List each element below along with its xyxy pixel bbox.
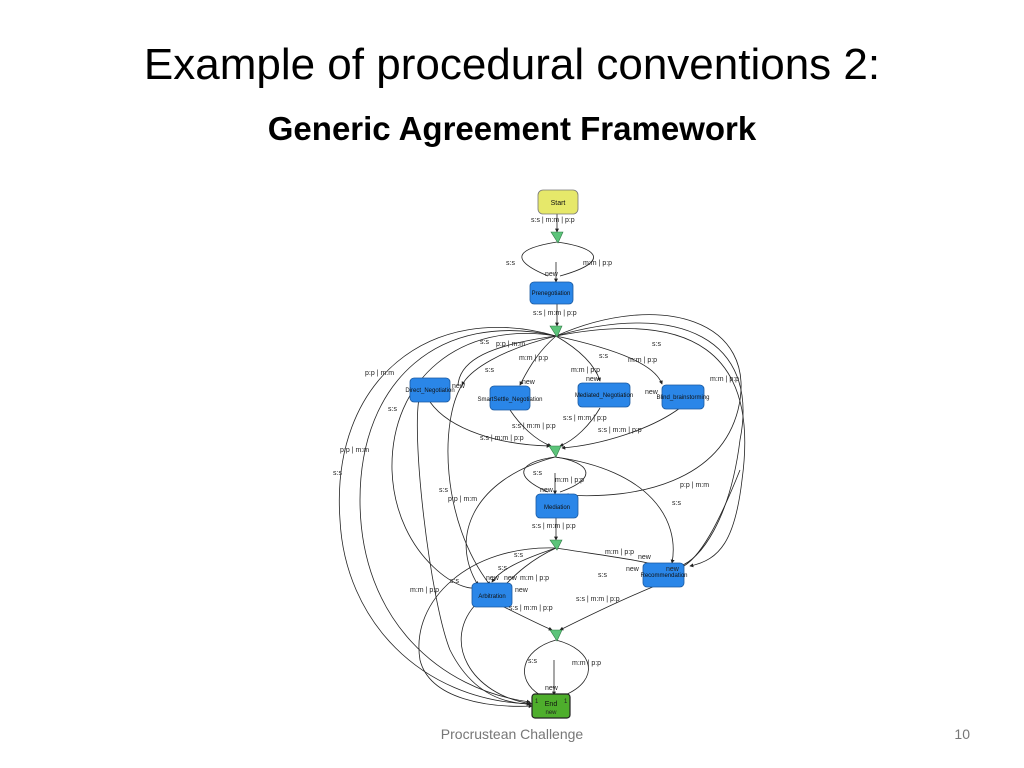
node-end-one-left: 1 — [535, 699, 539, 705]
edge-label: new — [666, 566, 680, 573]
edge-label: s:s — [599, 353, 608, 360]
node-smartsettle-negotiation: SmartSettle_Negotiation — [477, 385, 543, 411]
node-direct-negotiation: Direct_Negotiation — [405, 377, 455, 403]
edge-label: s:s — [388, 406, 397, 413]
edge-label: m:m | p:p — [571, 367, 600, 374]
choice-nodes — [548, 231, 564, 642]
edge-label: s:s | m:m | p:p — [532, 523, 576, 530]
choice-node — [549, 629, 563, 642]
node-prenegotiation-label: Prenegotiation — [532, 291, 571, 297]
choice-node — [549, 325, 563, 338]
edge-label: s:s | m:m | p:p — [480, 435, 524, 442]
page-number: 10 — [954, 726, 970, 742]
edge-label: m:m | p:p — [519, 355, 548, 362]
edge-label: m:m | p:p — [572, 660, 601, 667]
node-arbitration: Arbitration — [471, 582, 513, 608]
footer-text: Procrustean Challenge — [440, 726, 584, 742]
edge-label: s:s — [480, 339, 489, 346]
node-prenegotiation: Prenegotiation — [529, 281, 574, 305]
edge-label: s:s — [439, 487, 448, 494]
edge-label: s:s | m:m | p:p — [533, 310, 577, 317]
node-start: Start — [537, 189, 579, 215]
edge-label: s:s | m:m | p:p — [512, 423, 556, 430]
edge-label: new — [545, 271, 559, 278]
edge-label: s:s — [498, 565, 507, 572]
slide-title: Example of procedural conventions 2: — [143, 40, 881, 89]
edge-label: m:m | p:p — [410, 587, 439, 594]
slide-subtitle: Generic Agreement Framework — [267, 110, 757, 147]
edge-label: new — [452, 383, 466, 390]
edge-label: new — [540, 487, 554, 494]
node-recommendation-label: Recommendation — [640, 573, 687, 579]
edge-label: s:s — [333, 470, 342, 477]
node-end-one-right: 1 — [564, 699, 568, 705]
edge-label: s:s — [533, 470, 542, 477]
edge-label: s:s | m:m | p:p — [531, 217, 575, 224]
edge-label: new — [645, 389, 659, 396]
edge-label: s:s — [652, 341, 661, 348]
node-direct-label: Direct_Negotiation — [405, 388, 454, 394]
node-end-new: new — [545, 710, 557, 716]
node-start-label: Start — [551, 200, 566, 207]
choice-node — [548, 445, 562, 458]
diagram-edges — [338, 214, 746, 709]
choice-node — [550, 231, 564, 244]
edge-label: s:s — [506, 260, 515, 267]
edge-label: m:m | p:p — [710, 376, 739, 383]
edge-label: new — [486, 575, 500, 582]
edge-label: s:s | m:m | p:p — [509, 605, 553, 612]
node-mediated-label: Mediated_Negotiation — [575, 393, 633, 399]
edge-label: p:p | m:m — [496, 341, 525, 348]
choice-node — [549, 539, 563, 551]
edge-label: new — [515, 587, 529, 594]
node-mediation: Mediation — [535, 493, 579, 519]
edge-label: m:m | p:p — [520, 575, 549, 582]
node-recommendation: Recommendation — [640, 562, 688, 588]
edge-label: s:s — [485, 367, 494, 374]
node-blind-brainstorming: Blind_brainstorming — [656, 384, 710, 410]
edge-label: p:p | m:m — [680, 482, 709, 489]
edge-label: m:m | p:p — [605, 549, 634, 556]
edge-label: s:s — [450, 578, 459, 585]
edge-label: m:m | p:p — [628, 357, 657, 364]
edge-label: s:s | m:m | p:p — [563, 415, 607, 422]
edge-label: s:s — [672, 500, 681, 507]
edge-label: new — [586, 376, 600, 383]
edge-label: s:s — [514, 552, 523, 559]
edge-label: p:p | m:m — [340, 447, 369, 454]
edge-label: s:s | m:m | p:p — [576, 596, 620, 603]
edge-label: new — [626, 566, 640, 573]
node-arbitration-label: Arbitration — [478, 594, 505, 600]
edge-label: s:s | m:m | p:p — [598, 427, 642, 434]
edge-label: s:s — [528, 658, 537, 665]
node-end: End new 1 1 — [531, 693, 571, 719]
edge-label: s:s — [598, 572, 607, 579]
node-smartsettle-label: SmartSettle_Negotiation — [477, 397, 542, 403]
edge-label: new — [545, 685, 559, 692]
edge-label: new — [638, 554, 652, 561]
edge-label: p:p | m:m — [365, 370, 394, 377]
node-end-label: End — [545, 701, 558, 708]
node-mediated-negotiation: Mediated_Negotiation — [575, 382, 633, 408]
edge-label: new — [522, 379, 536, 386]
edge-label: p:p | m:m — [448, 496, 477, 503]
edge-label: m:m | p:p — [583, 260, 612, 267]
edge-label: m:m | p:p — [555, 477, 584, 484]
edge-labels: s:s | m:m | p:p s:s m:m | p:p new s:s | … — [333, 217, 739, 692]
edge-label: new — [504, 575, 518, 582]
node-blind-label: Blind_brainstorming — [656, 395, 709, 401]
node-mediation-label: Mediation — [544, 505, 570, 511]
